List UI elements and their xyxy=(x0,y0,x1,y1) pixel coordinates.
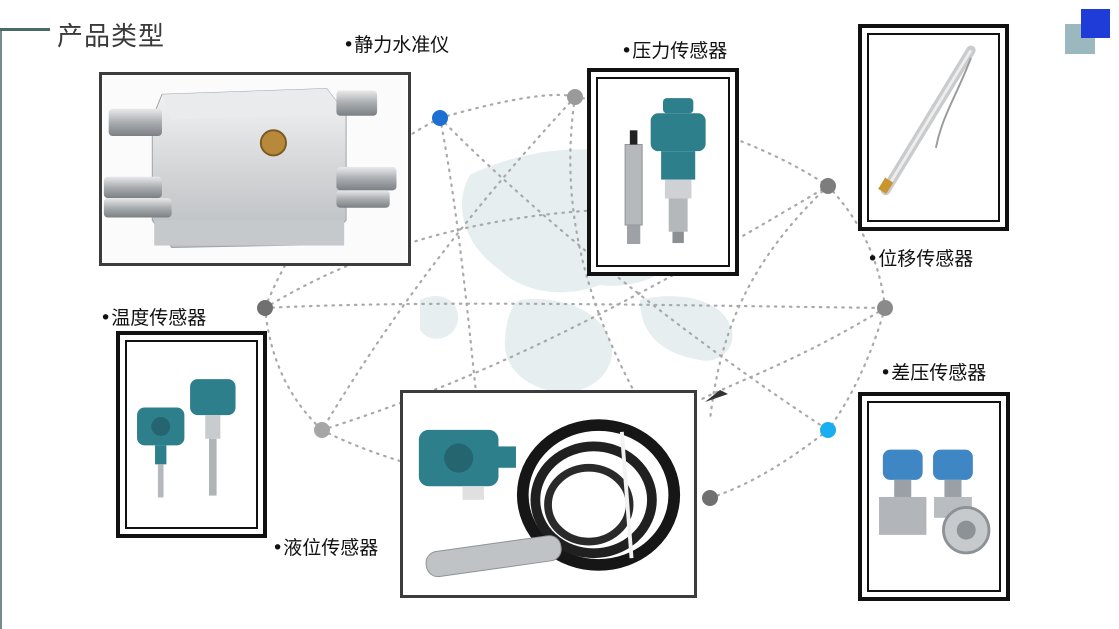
static-level-gauge-illustration xyxy=(103,75,407,263)
network-node xyxy=(702,490,718,506)
label-diff-pressure: •差压传感器 xyxy=(880,362,987,384)
network-nodes xyxy=(257,89,893,506)
label-temperature: •温度传感器 xyxy=(100,307,207,329)
differential-pressure-sensor-illustration xyxy=(873,408,995,585)
slide-title: 产品类型 xyxy=(57,22,166,52)
title-accent-bar xyxy=(0,28,50,31)
displacement-sensor-illustration xyxy=(873,40,994,215)
corner-square-blue xyxy=(1081,9,1110,38)
temperature-sensor-image xyxy=(116,331,267,538)
displacement-sensor-image xyxy=(858,24,1009,231)
label-static-level: •静力水准仪 xyxy=(343,34,450,56)
label-pressure: •压力传感器 xyxy=(621,40,728,62)
network-node xyxy=(567,89,583,105)
left-rule xyxy=(0,30,2,629)
pressure-sensor-illustration xyxy=(602,84,724,260)
network-node xyxy=(432,110,448,126)
liquid-level-sensor-illustration xyxy=(404,393,693,595)
network-node xyxy=(314,422,330,438)
liquid-level-sensor-image xyxy=(400,390,697,598)
static-level-gauge-image xyxy=(99,72,411,266)
network-node xyxy=(257,300,273,316)
differential-pressure-sensor-image xyxy=(858,392,1010,601)
label-displacement: •位移传感器 xyxy=(867,248,974,270)
temperature-sensor-illustration xyxy=(131,347,252,522)
network-node xyxy=(877,300,893,316)
network-node xyxy=(820,422,836,438)
label-liquid-level: •液位传感器 xyxy=(272,537,379,559)
pressure-sensor-image xyxy=(587,68,739,276)
network-node xyxy=(820,178,836,194)
arrowhead xyxy=(705,390,728,402)
